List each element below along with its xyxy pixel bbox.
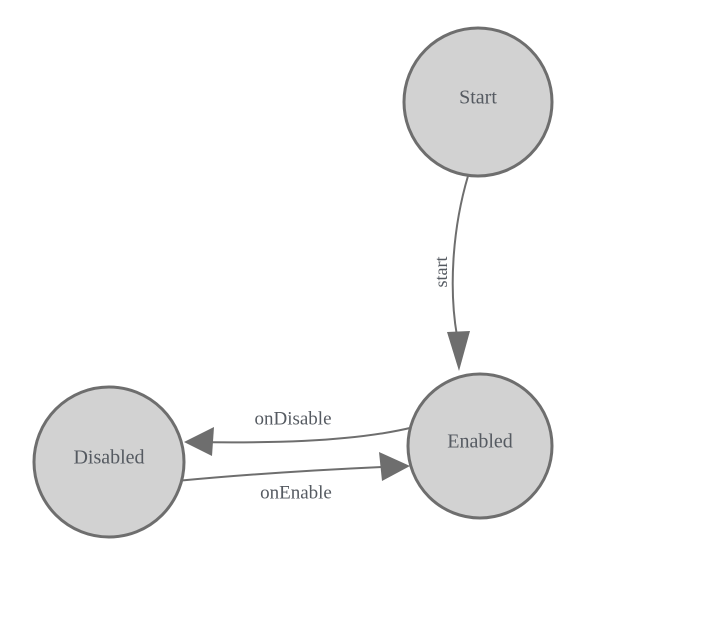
state-node-start-circle xyxy=(402,26,554,178)
state-node-enabled-circle xyxy=(406,372,554,520)
state-node-enabled-label: Enabled xyxy=(447,431,513,453)
edge-start-to-enabled-arrowhead xyxy=(447,331,470,371)
edge-disabled-to-enabled-arrowhead xyxy=(379,452,410,481)
edge-start-to-enabled-path xyxy=(451,175,469,337)
edge-enabled-to-disabled-path xyxy=(189,426,415,444)
state-node-start-label: Start xyxy=(459,87,497,109)
state-node-enabled[interactable]: Enabled xyxy=(406,372,554,520)
edge-label-on-disable: onDisable xyxy=(254,408,331,429)
state-node-disabled-label: Disabled xyxy=(73,447,144,469)
edge-start-to-enabled[interactable]: start xyxy=(431,175,470,371)
state-node-disabled[interactable]: Disabled xyxy=(32,385,186,539)
edge-label-on-enable: onEnable xyxy=(260,482,332,503)
state-node-disabled-circle xyxy=(32,385,186,539)
edge-disabled-to-enabled-path xyxy=(175,465,405,482)
edge-label-start: start xyxy=(431,257,451,288)
edge-disabled-to-enabled[interactable]: onEnable xyxy=(175,452,410,503)
edge-enabled-to-disabled[interactable]: onDisable xyxy=(184,408,415,456)
state-node-start[interactable]: Start xyxy=(402,26,554,178)
edge-enabled-to-disabled-arrowhead xyxy=(184,427,214,456)
